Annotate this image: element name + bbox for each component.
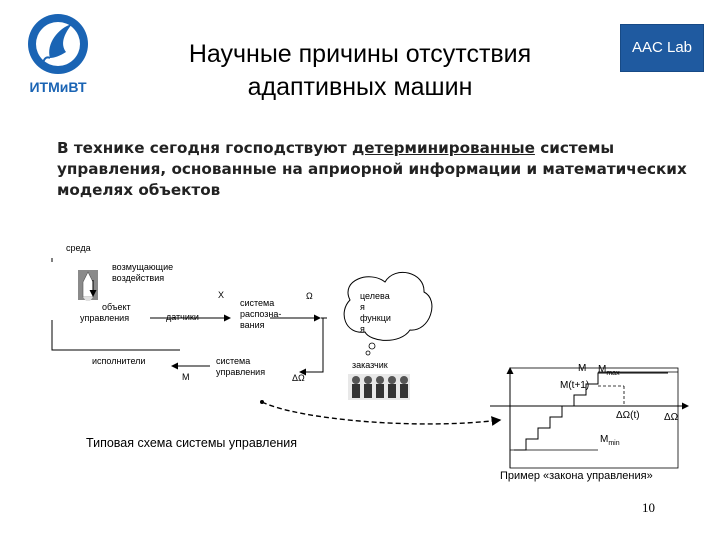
lead-underlined-word: детерминированные [352, 139, 535, 157]
itmo-logo-text: ИТМиВТ [29, 79, 86, 95]
m-t1-label: M(t+1) [560, 380, 590, 391]
m-max-label: Mmax [598, 364, 620, 380]
aac-lab-logo: AAC Lab [620, 24, 704, 72]
delta-omega-label: ΔΩ [292, 373, 305, 383]
recognition-line-2: распозна- [240, 309, 282, 319]
title-line-1: Научные причины отсутствия [188, 40, 532, 68]
recognition-line-3: вания [240, 320, 265, 330]
law-caption: Пример «закона управления» [500, 470, 653, 482]
law-y-label: M [578, 363, 587, 374]
customers-icon [348, 374, 410, 400]
delta-omega-t-label: ΔΩ(t) [616, 410, 640, 421]
recognition-label: система распозна- вания [240, 298, 281, 331]
page-number: 10 [642, 500, 655, 515]
target-line-1: целева [360, 291, 390, 301]
object-label: объект управления [80, 302, 131, 324]
sensors-label: датчики [166, 312, 199, 322]
lead-paragraph: В технике сегодня господствуют детермини… [57, 138, 697, 201]
scheme-caption: Типовая схема системы управления [86, 436, 298, 450]
lead-part-2: системы управления, основанные на априор… [57, 139, 687, 199]
loop-left-line [51, 320, 180, 351]
omega-label: Ω [306, 291, 313, 301]
target-line-3: функци [360, 313, 391, 323]
disturbance-label: возмущающие воздействия [112, 262, 173, 284]
m-min-label: Mmin [600, 434, 620, 450]
object-line-2: управления [80, 313, 130, 323]
m-signal-label: M [182, 372, 190, 382]
target-line-4: я [360, 324, 365, 334]
law-stairs [514, 372, 668, 451]
actuators-label: исполнители [92, 356, 146, 366]
target-function-cloud [343, 272, 433, 341]
disturbance-line-2: воздействия [112, 273, 165, 283]
aac-lab-text: AAC Lab [631, 39, 693, 56]
target-function-label: целева я функци я [360, 291, 391, 335]
m-min-main: M [600, 434, 609, 445]
m-max-main: M [598, 364, 607, 375]
m-min-sub: min [608, 440, 620, 447]
law-x-label: ΔΩ [664, 412, 679, 423]
dashed-link-arrow [261, 401, 502, 426]
control-system-label: система управления [216, 356, 265, 378]
m-max-sub: max [606, 370, 620, 377]
disturbance-line-1: возмущающие [112, 262, 174, 272]
object-line-1: объект [102, 302, 131, 312]
control-line-2: управления [216, 367, 266, 377]
lead-part-1: В технике сегодня господствуют [57, 139, 352, 157]
control-line-1: система [216, 356, 251, 366]
target-line-2: я [360, 302, 365, 312]
rocket-icon [78, 270, 98, 301]
env-label: среда [66, 243, 91, 253]
omega-to-control-arrow [299, 318, 324, 376]
customer-label: заказчик [352, 360, 388, 370]
recognition-line-1: система [240, 298, 275, 308]
control-law-chart [490, 367, 689, 469]
slide-title: Научные причины отсутствия адаптивных ма… [120, 38, 600, 104]
x-label: X [218, 290, 225, 300]
itmo-logo: ИТМиВТ [20, 8, 96, 96]
title-line-2: адаптивных машин [247, 73, 473, 101]
